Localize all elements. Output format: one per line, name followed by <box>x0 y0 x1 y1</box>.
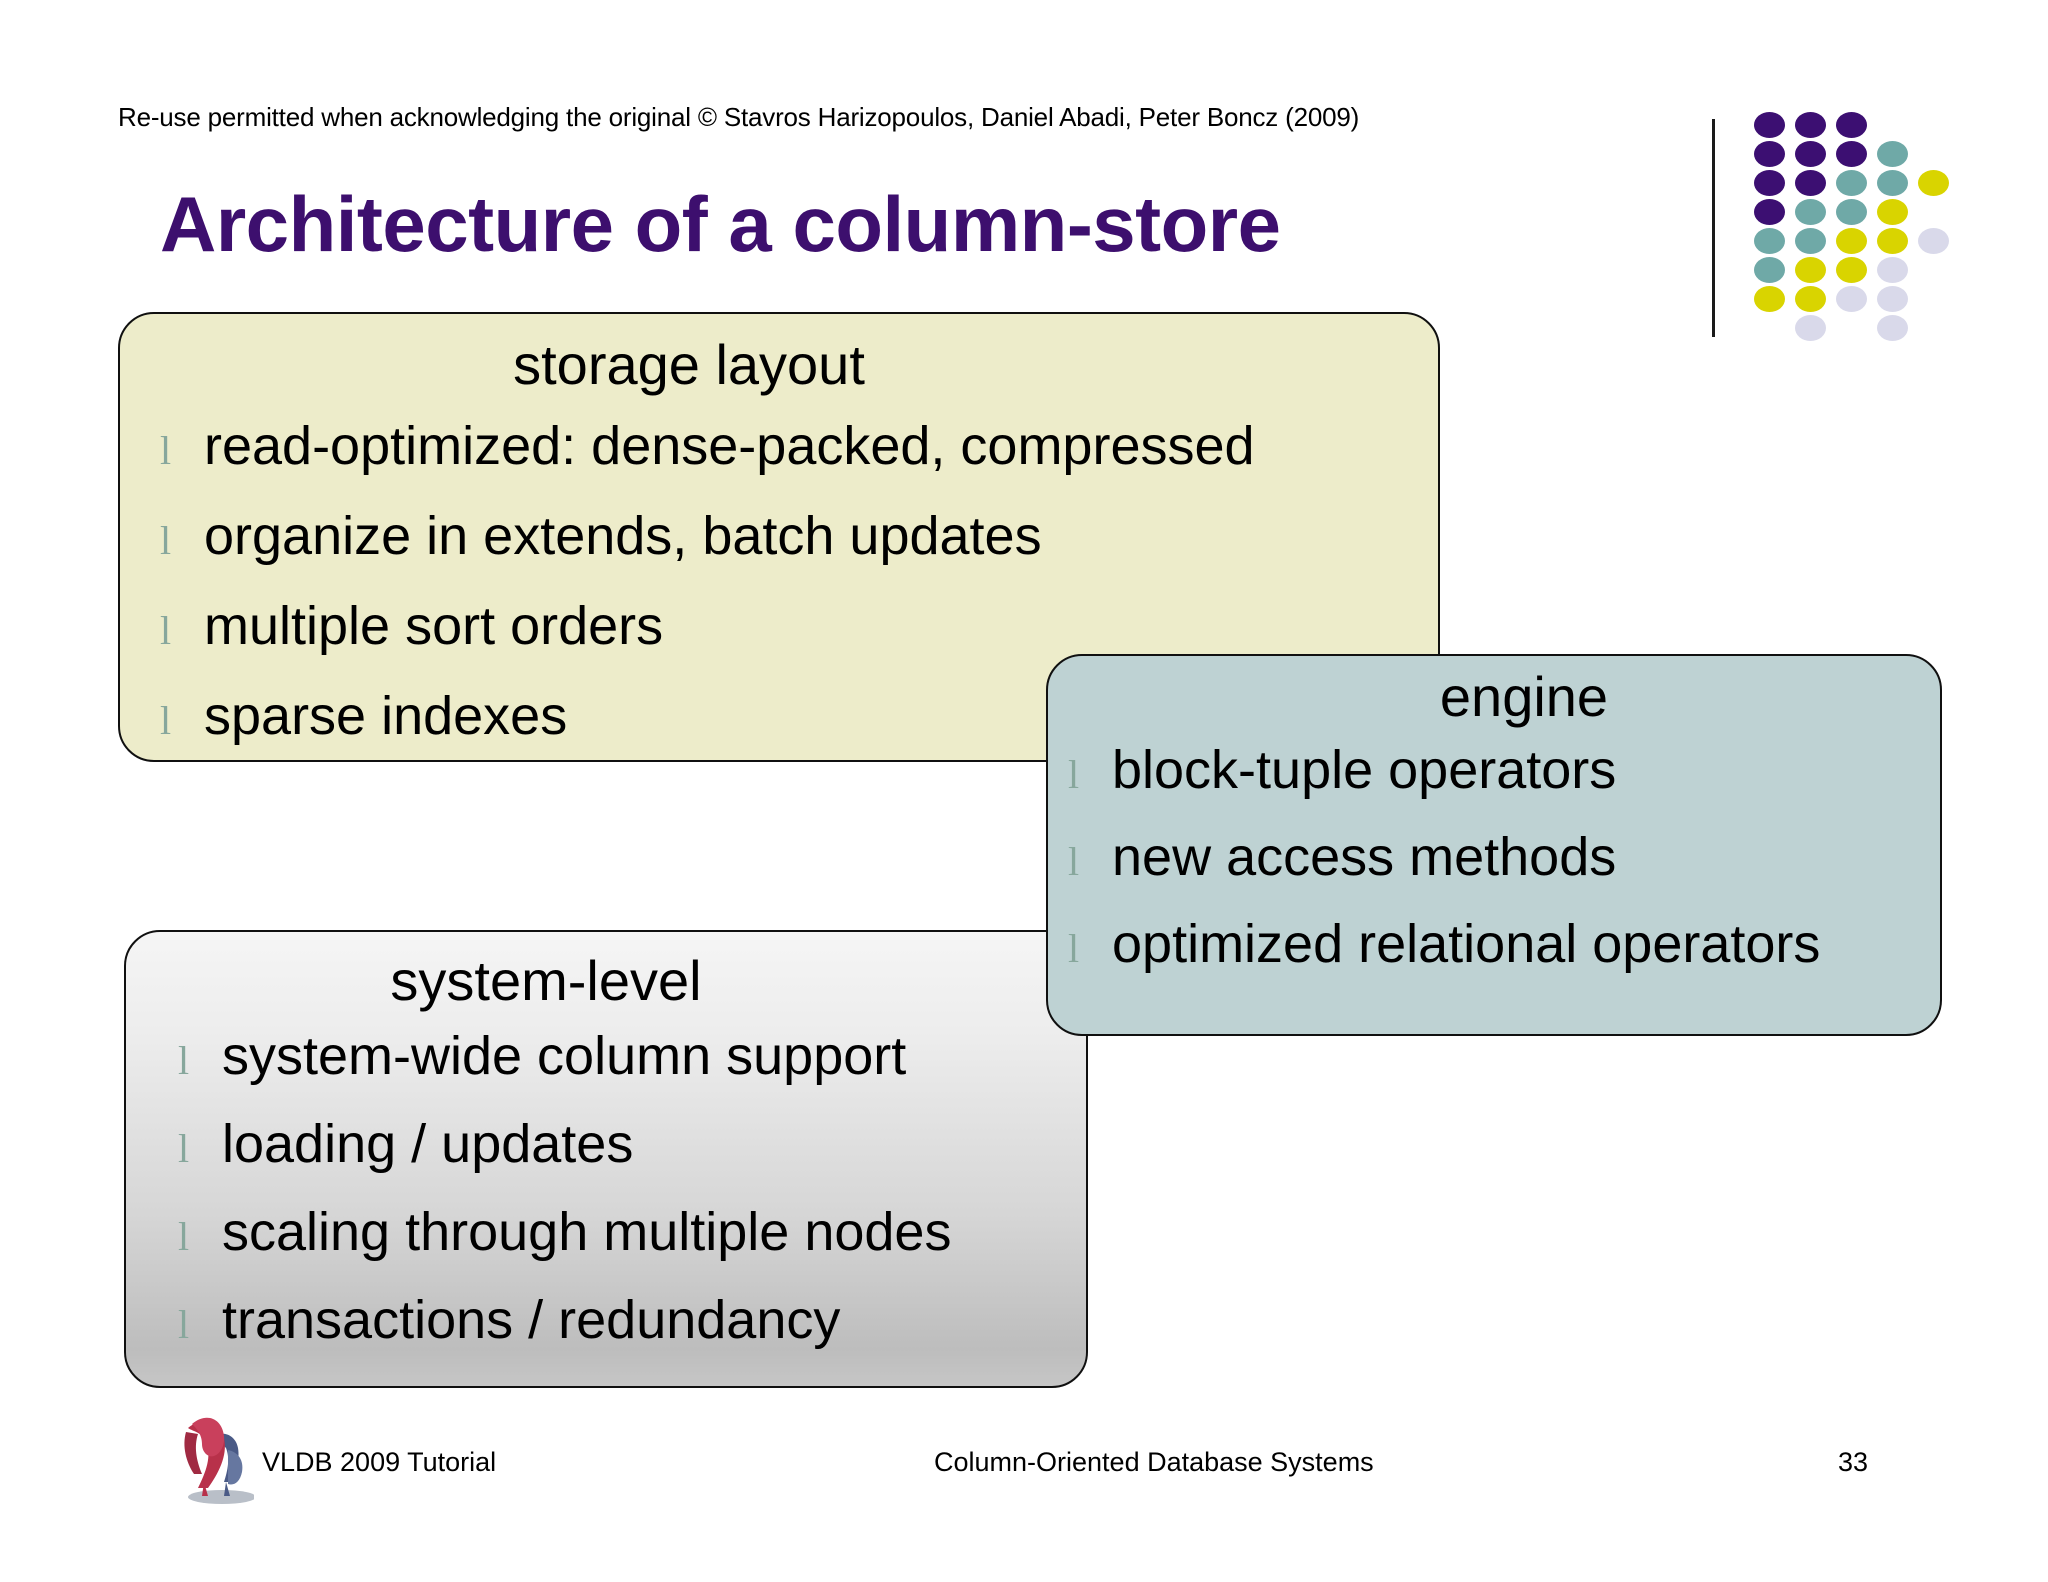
bullet-marker-icon: l <box>178 1302 190 1347</box>
logo-dot <box>1836 170 1867 196</box>
logo-dot <box>1877 315 1908 341</box>
bullet-label: sparse indexes <box>204 686 568 746</box>
credit-line: Re-use permitted when acknowledging the … <box>118 102 1360 132</box>
bullet-marker-icon: l <box>178 1126 190 1171</box>
logo-dot <box>1836 228 1867 254</box>
bullet-label: scaling through multiple nodes <box>222 1202 952 1262</box>
logo-dot <box>1836 286 1867 312</box>
bullet-item: l organize in extends, batch updates <box>160 506 1438 566</box>
bullet-label: organize in extends, batch updates <box>204 506 1042 566</box>
bullet-label: optimized relational operators <box>1112 914 1821 974</box>
bullet-label: block-tuple operators <box>1112 740 1617 800</box>
logo-dot <box>1754 228 1785 254</box>
logo-dot <box>1754 199 1785 225</box>
system-level-box: system-level l system-wide column support… <box>124 930 1088 1388</box>
bullet-marker-icon: l <box>160 518 172 563</box>
storage-layout-box: storage layout l read-optimized: dense-pa… <box>118 312 1440 762</box>
page-title: Architecture of a column-store <box>160 180 1281 268</box>
logo-dot <box>1795 112 1826 138</box>
bullet-marker-icon: l <box>160 698 172 743</box>
system-level-bullet-list: l system-wide column support l loading / up… <box>178 1026 1086 1350</box>
storage-layout-title: storage layout <box>513 333 865 396</box>
logo-dot <box>1918 228 1949 254</box>
logo-vertical-rule <box>1712 119 1715 337</box>
vldb-lion-icon <box>184 1417 254 1504</box>
logo-dot <box>1918 170 1949 196</box>
bullet-label: transactions / redundancy <box>222 1290 841 1350</box>
bullet-item: l read-optimized: dense-packed, compresse… <box>160 416 1438 476</box>
logo-dot <box>1877 286 1908 312</box>
storage-layout-bullet-list: l read-optimized: dense-packed, compresse… <box>160 416 1438 746</box>
footer-page-number: 33 <box>1838 1447 1869 1477</box>
logo-dot <box>1795 141 1826 167</box>
bullet-label: loading / updates <box>222 1114 634 1174</box>
logo-dot <box>1754 257 1785 283</box>
logo-dot <box>1754 170 1785 196</box>
footer-center-label: Column-Oriented Database Systems <box>934 1447 1374 1477</box>
bullet-marker-icon: l <box>160 608 172 653</box>
cwi-logo <box>1712 112 1972 352</box>
logo-dot <box>1795 170 1826 196</box>
logo-dot <box>1795 286 1826 312</box>
logo-dot <box>1836 199 1867 225</box>
bullet-label: system-wide column support <box>222 1026 907 1086</box>
logo-dot <box>1877 257 1908 283</box>
logo-dot <box>1754 141 1785 167</box>
bullet-marker-icon: l <box>1068 839 1080 884</box>
footer-left-label: VLDB 2009 Tutorial <box>262 1447 497 1477</box>
logo-dot <box>1754 112 1785 138</box>
bullet-marker-icon: l <box>178 1038 190 1083</box>
logo-dot-grid <box>1754 112 1972 352</box>
bullet-marker-icon: l <box>160 428 172 473</box>
bullet-item: l loading / updates <box>178 1114 1086 1174</box>
logo-dot <box>1877 228 1908 254</box>
bullet-label: new access methods <box>1112 827 1617 887</box>
bullet-item: l block-tuple operators <box>1068 740 1940 800</box>
bullet-label: read-optimized: dense-packed, compressed <box>204 416 1255 476</box>
bullet-item: l multiple sort orders <box>160 596 1438 656</box>
logo-dot <box>1836 141 1867 167</box>
logo-dot <box>1795 257 1826 283</box>
logo-dot <box>1836 257 1867 283</box>
logo-dot <box>1877 199 1908 225</box>
logo-dot <box>1877 141 1908 167</box>
bullet-item: l scaling through multiple nodes <box>178 1202 1086 1262</box>
logo-dot <box>1795 199 1826 225</box>
bullet-item: l sparse indexes <box>160 686 1438 746</box>
bullet-item: l new access methods <box>1068 827 1940 887</box>
engine-bullet-list: l block-tuple operators l new access method… <box>1068 740 1940 974</box>
logo-dot <box>1836 112 1867 138</box>
engine-box: engine l block-tuple operators l new access… <box>1046 654 1942 1036</box>
logo-dot <box>1795 315 1826 341</box>
bullet-marker-icon: l <box>178 1214 190 1259</box>
system-level-title: system-level <box>390 949 702 1012</box>
bullet-item: l system-wide column support <box>178 1026 1086 1086</box>
bullet-label: multiple sort orders <box>204 596 664 656</box>
bullet-marker-icon: l <box>1068 752 1080 797</box>
bullet-marker-icon: l <box>1068 926 1080 971</box>
engine-title: engine <box>1439 665 1609 728</box>
logo-dot <box>1754 286 1785 312</box>
logo-dot <box>1795 228 1826 254</box>
logo-dot <box>1877 170 1908 196</box>
bullet-item: l optimized relational operators <box>1068 914 1940 974</box>
bullet-item: l transactions / redundancy <box>178 1290 1086 1350</box>
